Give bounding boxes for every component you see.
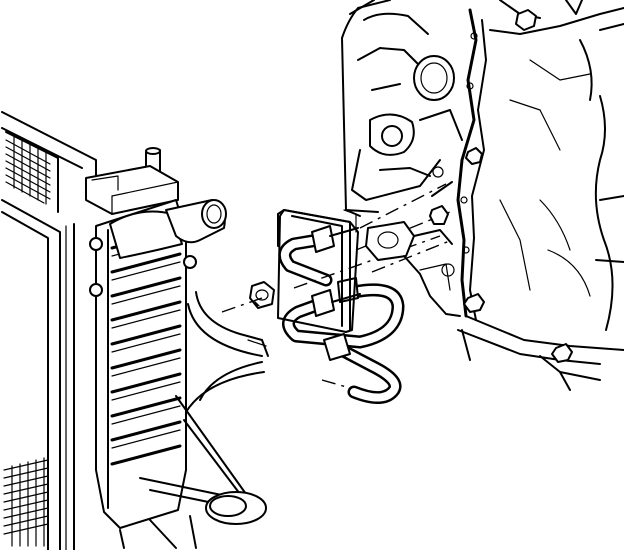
retaining-nut bbox=[249, 281, 275, 309]
transmission-oil-cooler-lines bbox=[278, 225, 405, 404]
cooler-line-bracket bbox=[277, 209, 359, 333]
transmission-case bbox=[341, 0, 624, 391]
radiator-core bbox=[1, 111, 97, 550]
radiator-side-tank bbox=[85, 147, 267, 549]
upper-radiator-hose bbox=[165, 199, 269, 413]
